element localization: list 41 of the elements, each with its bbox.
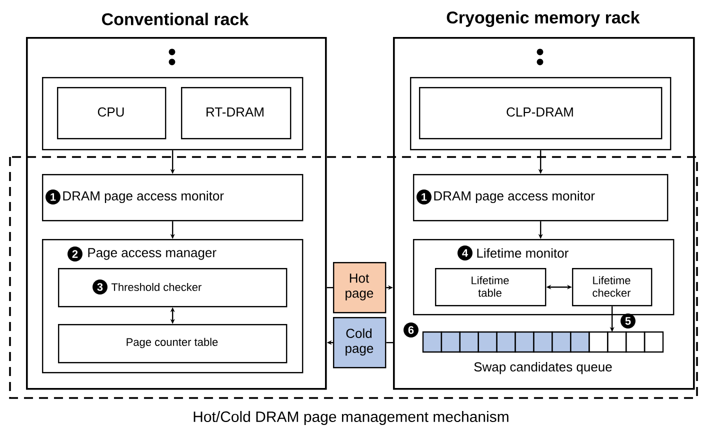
box-label: CLP-DRAM [506, 107, 573, 117]
page-box [333, 317, 386, 368]
checker-box [572, 268, 652, 306]
number-badge: 4 [458, 246, 472, 260]
monitor-box [42, 174, 304, 222]
box-label: Page counter table [126, 338, 218, 348]
number-badge: 1 [46, 190, 60, 204]
rack-heading: Cryogenic memory rack [446, 11, 640, 27]
number-badge: 3 [92, 280, 108, 294]
page-box [333, 262, 386, 314]
box-label: DRAM page access monitor [63, 190, 224, 204]
number-badge: 5 [620, 314, 636, 328]
number-badge: 6 [404, 322, 418, 338]
table-box [58, 324, 288, 364]
monitor-box [413, 239, 674, 316]
box-label: Cold page [346, 328, 374, 356]
monitor-box [413, 174, 668, 222]
box-label: Lifetime checker [592, 276, 631, 297]
number-badge: 2 [68, 246, 82, 262]
checker-box [58, 268, 288, 308]
rack-box [26, 12, 327, 390]
component-box [181, 87, 292, 140]
number-badge: 1 [416, 190, 432, 204]
queue-label: Swap candidates queue [474, 362, 612, 374]
box-label: Lifetime monitor [477, 248, 568, 258]
module-box [410, 77, 672, 150]
region-caption: Hot/Cold DRAM page management mechanism [194, 411, 508, 425]
box-label: CPU [98, 107, 124, 117]
table-box [435, 268, 546, 306]
box-label: Lifetime table [472, 276, 509, 297]
box-label: Threshold checker [111, 282, 202, 292]
rack-heading: Conventional rack [102, 12, 249, 26]
manager-box [42, 239, 304, 374]
rack-box [393, 11, 695, 390]
component-box [419, 87, 662, 140]
component-box [57, 87, 166, 140]
module-box [42, 77, 304, 150]
box-label: RT-DRAM [206, 108, 264, 116]
box-label: Hot page [346, 274, 374, 300]
box-label: DRAM page access monitor [434, 190, 595, 204]
box-label: Page access manager [88, 248, 216, 260]
